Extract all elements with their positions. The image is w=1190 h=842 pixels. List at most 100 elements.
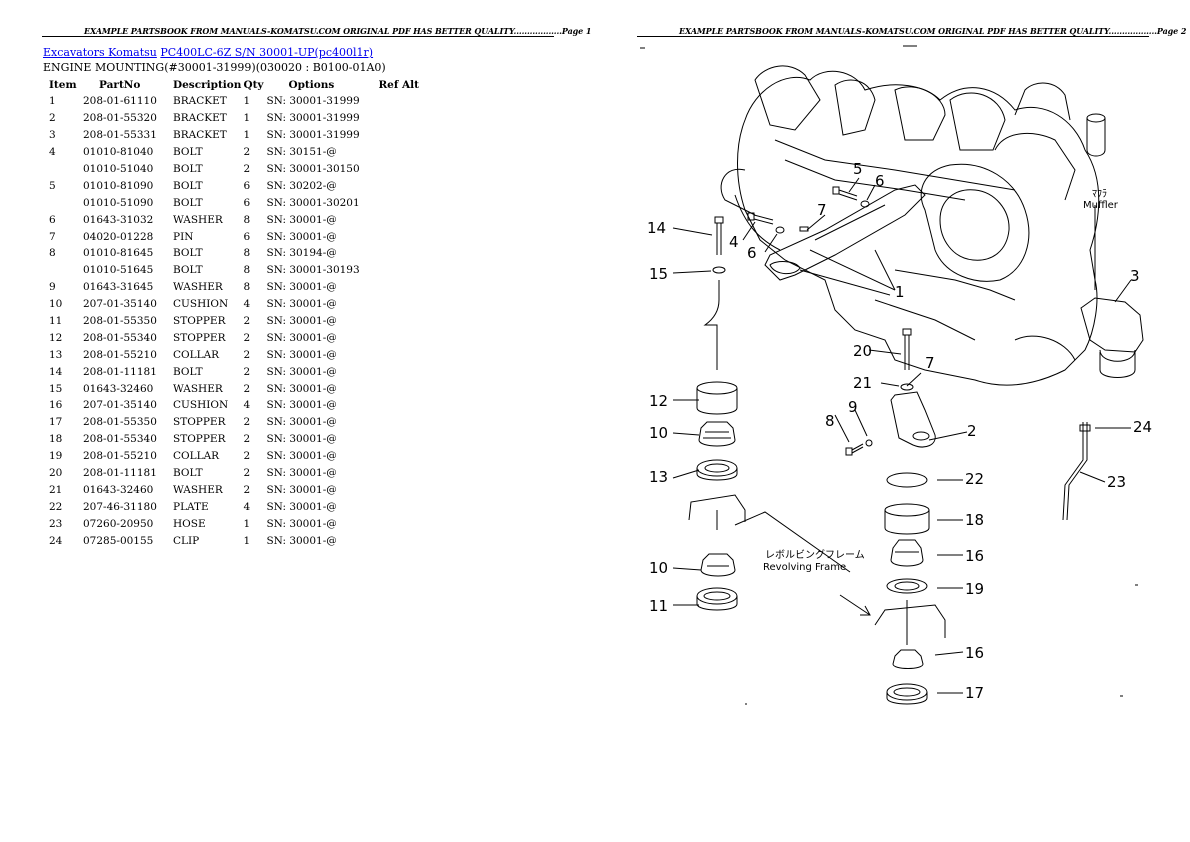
cell-options: SN: 30001-@ xyxy=(266,331,337,344)
clip-24-drawing xyxy=(1079,424,1091,432)
cell-partno: 07285-00155 xyxy=(83,534,154,547)
callout-24: 24 xyxy=(1133,418,1152,436)
cell-qty: 4 xyxy=(243,298,251,311)
cell-ref-alt xyxy=(378,498,428,515)
callout-16: 16 xyxy=(965,644,984,662)
cell-description: WASHER xyxy=(173,483,223,496)
callout-7: 7 xyxy=(817,201,827,219)
cell-item: 12 xyxy=(49,331,63,344)
cushion-16-drawing xyxy=(890,539,924,567)
cell-qty: 2 xyxy=(243,163,251,175)
cell-options: SN: 30001-31999 xyxy=(266,129,360,142)
cell-description: HOSE xyxy=(173,517,206,530)
cell-partno: 208-01-55210 xyxy=(83,348,157,361)
cell-qty: 1 xyxy=(243,517,251,530)
cell-options: SN: 30001-@ xyxy=(266,450,337,463)
cell-partno: 207-01-35140 xyxy=(83,399,157,412)
callout-17: 17 xyxy=(965,684,984,702)
cell-options: SN: 30001-@ xyxy=(266,213,337,226)
cell-partno: 208-01-55340 xyxy=(83,331,157,344)
cell-item: 21 xyxy=(49,483,63,496)
cell-qty: 6 xyxy=(243,230,251,243)
cell-qty: 1 xyxy=(243,129,251,142)
cell-qty: 2 xyxy=(243,416,251,429)
cell-options: SN: 30001-@ xyxy=(266,382,337,395)
cell-ref-alt xyxy=(378,448,428,465)
breadcrumb-link-category[interactable]: Excavators Komatsu xyxy=(43,46,157,59)
stopper-11-drawing xyxy=(696,587,738,611)
page-header: EXAMPLE PARTSBOOK FROM MANUALS-KOMATSU.C… xyxy=(84,26,592,36)
cell-options: SN: 30001-@ xyxy=(266,483,337,496)
callout-3: 3 xyxy=(1130,267,1140,285)
collar-19-drawing xyxy=(886,578,928,594)
cell-item: 20 xyxy=(49,467,63,480)
callout-22: 22 xyxy=(965,470,984,488)
cell-partno: 01010-81090 xyxy=(83,179,154,192)
cell-item: 13 xyxy=(49,348,63,361)
cell-item xyxy=(43,161,83,178)
cell-ref-alt xyxy=(378,245,428,262)
muffler-label-jp: ﾏﾌﾗ xyxy=(1092,189,1107,200)
cell-options: SN: 30001-@ xyxy=(266,500,337,513)
cell-ref-alt xyxy=(378,194,428,211)
cell-ref-alt xyxy=(378,515,428,532)
header-rule xyxy=(42,36,554,37)
cell-qty: 6 xyxy=(243,179,251,192)
cell-ref-alt xyxy=(378,313,428,330)
cell-item: 15 xyxy=(49,382,63,395)
cell-description: WASHER xyxy=(173,213,223,226)
cell-partno: 208-01-55350 xyxy=(83,315,157,328)
column-header-qty: Qty xyxy=(243,79,264,91)
cell-qty: 2 xyxy=(243,433,251,446)
cell-description: PLATE xyxy=(173,500,209,513)
cell-description: WASHER xyxy=(173,382,223,395)
stopper-17-drawing xyxy=(886,683,928,705)
callout-6: 6 xyxy=(747,244,757,262)
cell-description: BRACKET xyxy=(173,129,227,142)
cell-partno: 208-01-55320 xyxy=(83,112,157,125)
cell-partno: 01643-32460 xyxy=(83,483,154,496)
cell-options: SN: 30001-@ xyxy=(266,517,337,530)
leader-lines xyxy=(672,177,1132,694)
hose-23-drawing xyxy=(1062,422,1084,521)
cell-item: 6 xyxy=(49,213,56,226)
callout-19: 19 xyxy=(965,580,984,598)
cell-options: SN: 30001-@ xyxy=(266,298,337,311)
cell-description: STOPPER xyxy=(173,416,226,429)
cell-description: CUSHION xyxy=(173,298,229,311)
cell-item: 10 xyxy=(49,298,63,311)
cell-item: 11 xyxy=(49,315,63,328)
cell-ref-alt xyxy=(378,127,428,144)
breadcrumb-link-model[interactable]: PC400LC-6Z S/N 30001-UP(pc400l1r) xyxy=(160,46,374,59)
callout-11: 11 xyxy=(649,597,668,615)
cell-options: SN: 30001-@ xyxy=(266,534,337,547)
cell-partno: 04020-01228 xyxy=(83,230,154,243)
stopper-12-drawing xyxy=(696,381,738,415)
washer-21-drawing xyxy=(900,383,914,391)
cell-ref-alt xyxy=(378,262,428,279)
stopper-18-drawing xyxy=(884,503,930,535)
column-header-partno: PartNo xyxy=(99,79,141,91)
cell-item: 22 xyxy=(49,500,63,513)
parts-table: Item PartNo Description Qty Options Ref … xyxy=(43,77,428,549)
bolt-5-drawing xyxy=(832,186,858,201)
cell-qty: 8 xyxy=(243,264,251,277)
washer-6-drawing xyxy=(775,226,785,234)
cell-options: SN: 30001-@ xyxy=(266,230,337,243)
frame-arrow xyxy=(839,594,871,616)
page-header: EXAMPLE PARTSBOOK FROM MANUALS-KOMATSU.C… xyxy=(679,26,1187,36)
cell-description: BOLT xyxy=(173,467,203,480)
